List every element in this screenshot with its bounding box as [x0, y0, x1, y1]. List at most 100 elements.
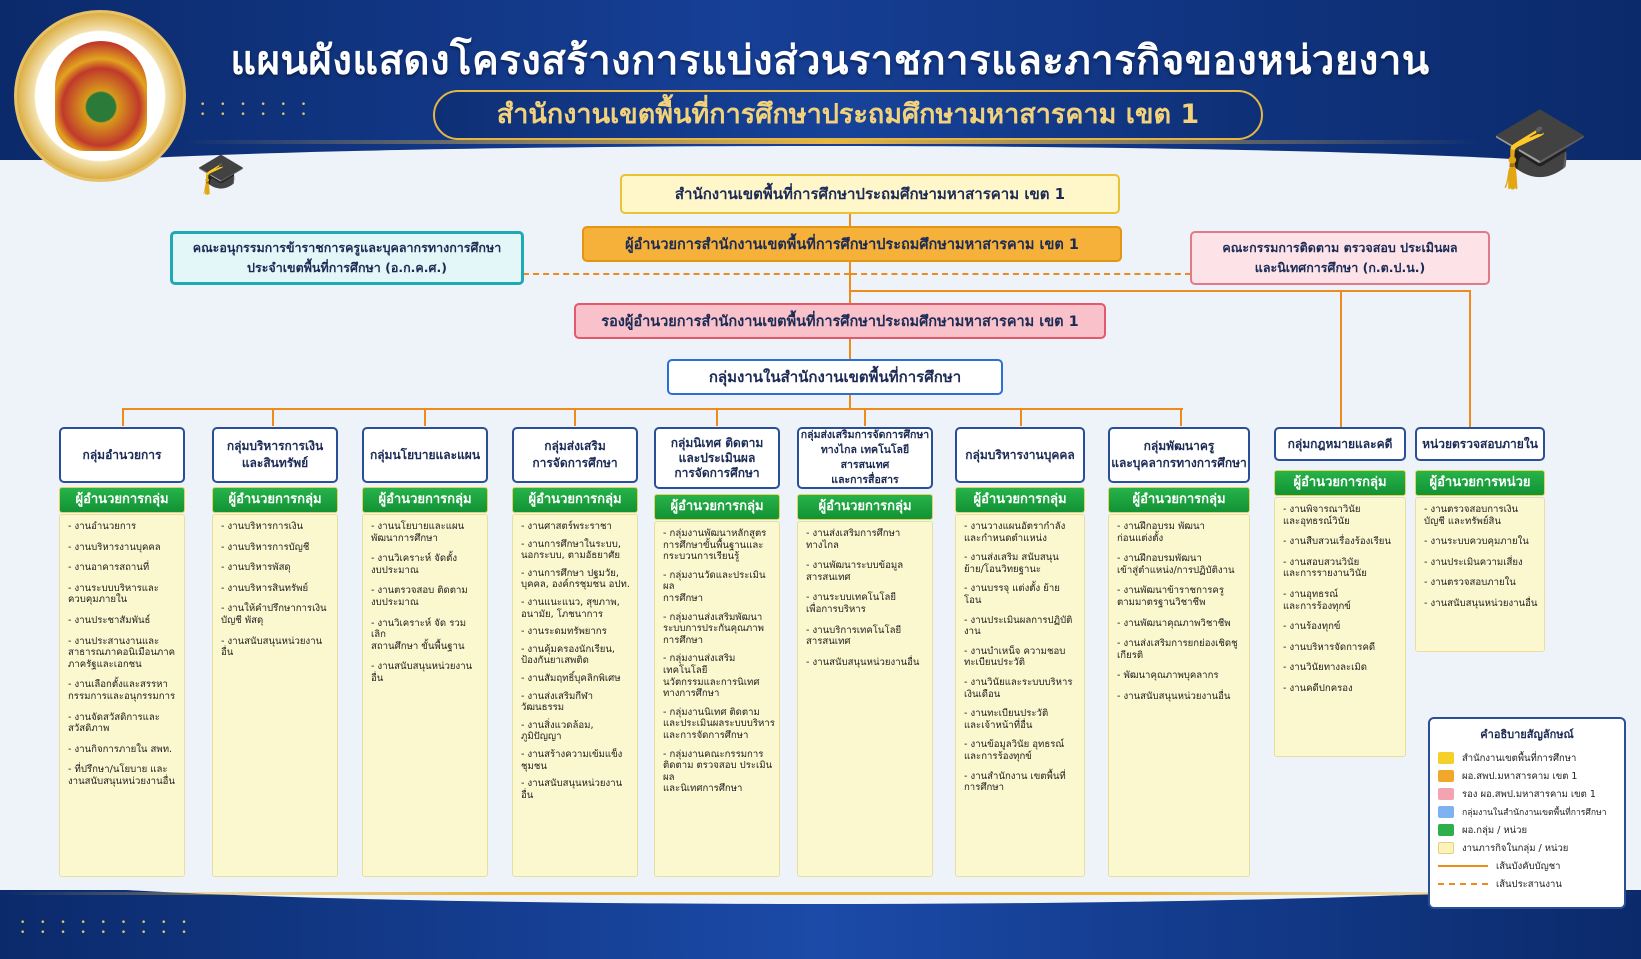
- task-item: - งานบริหารการเงิน: [221, 521, 304, 532]
- group-header: กลุ่มนิเทศ ติดตาม และประเมินผล การจัดการ…: [654, 427, 780, 489]
- group-head-bar: ผู้อำนวยการกลุ่ม: [362, 487, 488, 513]
- task-item: - งานตรวจสอบภายใน: [1424, 577, 1516, 589]
- task-item: - งานทะเบียนประวัติ และเจ้าหน้าที่อื่น: [964, 708, 1049, 731]
- group-task-panel: - งานวางแผนอัตรากำลัง และกำหนดตำแหน่ง - ง…: [955, 514, 1085, 877]
- task-item: - งานสนับสนุนหน่วยงานอื่น: [1117, 690, 1231, 702]
- task-item: - งานฝึกอบรม พัฒนา ก่อนแต่งตั้ง: [1117, 521, 1205, 544]
- group-task-panel: - งานนโยบายและแผน พัฒนาการศึกษา- งานวิเค…: [362, 514, 488, 877]
- task-item: - งานแนะแนว, สุขภาพ, อนามัย, โภชนาการ: [521, 596, 620, 620]
- task-item: - งานส่งเสริม สนับสนุน ย้าย/โอนวิทยฐานะ: [964, 552, 1059, 575]
- header-gold-line: [180, 140, 1480, 144]
- legend-label: ผอ.สพป.มหาสารคาม เขต 1: [1462, 770, 1578, 782]
- task-item: - งานส่งเสริมการศึกษา ทางไกล: [806, 528, 901, 551]
- right-committee-box: คณะกรรมการติดตาม ตรวจสอบ ประเมินผล และนิ…: [1190, 231, 1490, 285]
- task-item: - กลุ่มงานวัดและประเมินผล การศึกษา: [663, 569, 766, 604]
- task-item: - งานสนับสนุนหน่วยงานอื่น: [521, 778, 623, 801]
- group-header: กลุ่มบริหารการเงิน และสินทรัพย์: [212, 427, 338, 483]
- task-item: - งานบริหารจัดการคดี: [1283, 641, 1376, 653]
- task-item: - งานพัฒนาข้าราชการครู ตามมาตรฐานวิชาชีพ: [1117, 585, 1224, 608]
- task-item: - งานวิเคราะห์ จัด รวม เลิก สถานศึกษา ขั…: [371, 617, 467, 652]
- task-item: - กลุ่มงานพัฒนาหลักสูตร การศึกษาขั้นพื้น…: [663, 528, 767, 563]
- legend-swatch: [1438, 806, 1454, 818]
- task-item: - งานพิจารณาวินัย และอุทธรณ์วินัย: [1283, 504, 1361, 527]
- group-head-bar: ผู้อำนวยการกลุ่ม: [955, 487, 1085, 513]
- director-box: ผู้อำนวยการสำนักงานเขตพื้นที่การศึกษาประ…: [582, 226, 1122, 262]
- office-box: สำนักงานเขตพื้นที่การศึกษาประถมศึกษามหาส…: [620, 174, 1120, 214]
- group-task-panel: - งานฝึกอบรม พัฒนา ก่อนแต่งตั้ง - งานฝึกอ…: [1108, 514, 1250, 877]
- graduation-cap-books-icon: 🎓: [1490, 100, 1590, 193]
- task-item: - งานประเมินความเสี่ยง: [1424, 556, 1523, 568]
- group-task-panel: - งานศาสตร์พระราชา - งานการศึกษาในระบบ, น…: [512, 514, 638, 877]
- task-item: - งานอำนวยการ: [68, 521, 137, 532]
- group-header: กลุ่มกฎหมายและคดี: [1274, 427, 1406, 461]
- group-task-panel: - งานตรวจสอบการเงิน บัญชี และทรัพย์สิน- …: [1415, 497, 1545, 652]
- legend-label: เส้นประสานงาน: [1496, 878, 1562, 890]
- task-item: - งานส่งเสริมการยกย่องเชิดชู เกียรติ: [1117, 638, 1238, 661]
- task-item: - งานการศึกษา ปฐมวัย, บุคคล, องค์กรชุมชน…: [521, 567, 630, 591]
- task-item: - งานข้อมูลวินัย อุทธรณ์ และการร้องทุกข์: [964, 739, 1065, 762]
- legend-label: งานภารกิจในกลุ่ม / หน่วย: [1462, 842, 1569, 854]
- legend-label: เส้นบังคับบัญชา: [1496, 860, 1561, 872]
- legend-label: สำนักงานเขตพื้นที่การศึกษา: [1462, 752, 1577, 764]
- task-item: - กลุ่มงานส่งเสริมพัฒนา ระบบการประกันคุณ…: [663, 611, 764, 646]
- task-item: - งานบริการเทคโนโลยี สารสนเทศ: [806, 624, 902, 648]
- task-item: - งานวิเคราะห์ จัดตั้ง งบประมาณ: [371, 553, 458, 576]
- group-head-bar: ผู้อำนวยการหน่วย: [1415, 470, 1545, 496]
- task-item: - งานสนับสนุนหน่วยงานอื่น: [1424, 597, 1538, 609]
- left-committee-box: คณะอนุกรรมการข้าราชการครูและบุคลากรทางกา…: [170, 231, 524, 285]
- task-item: - งานสืบสวนเรื่องร้องเรียน: [1283, 536, 1391, 548]
- group-header: กลุ่มอำนวยการ: [59, 427, 185, 483]
- legend-swatch: [1438, 842, 1454, 854]
- task-item: - งานสัมฤทธิ์บุคลิกพิเศษ: [521, 672, 621, 684]
- group-task-panel: - งานพิจารณาวินัย และอุทธรณ์วินัย - งานสื…: [1274, 497, 1406, 757]
- page-subtitle: สำนักงานเขตพื้นที่การศึกษาประถมศึกษามหาส…: [433, 90, 1263, 140]
- group-header: กลุ่มพัฒนาครู และบุคลากรทางการศึกษา: [1108, 427, 1250, 483]
- legend-solid-line: [1438, 865, 1488, 867]
- task-item: - งานระบบเทคโนโลยี เพื่อการบริหาร: [806, 592, 897, 615]
- work-groups-box: กลุ่มงานในสำนักงานเขตพื้นที่การศึกษา: [667, 359, 1003, 395]
- task-item: - งานสิ่งแวดล้อม, ภูมิปัญญา: [521, 719, 594, 743]
- task-item: - งานฝึกอบรมพัฒนา เข้าสู่ตำแหน่ง/การปฏิบ…: [1117, 553, 1235, 576]
- legend-label: ผอ.กลุ่ม / หน่วย: [1462, 824, 1528, 836]
- task-item: - กลุ่มงานคณะกรรมการ ติดตาม ตรวจสอบ ประเ…: [663, 748, 773, 795]
- group-head-bar: ผู้อำนวยการกลุ่ม: [1108, 487, 1250, 513]
- task-item: - งานสำนักงาน เขตพื้นที่ การศึกษา: [964, 770, 1066, 794]
- group-header: กลุ่มส่งเสริมการจัดการศึกษา ทางไกล เทคโน…: [797, 427, 933, 489]
- group-task-panel: - งานบริหารการเงิน- งานบริหารการบัญชี- ง…: [212, 514, 338, 877]
- task-item: - งานกิจการภายใน สพท.: [68, 743, 173, 755]
- task-item: - งานวินัยทางละเมิด: [1283, 662, 1367, 674]
- group-header: กลุ่มส่งเสริม การจัดการศึกษา: [512, 427, 638, 483]
- task-item: - งานเลือกตั้งและสรรหา กรรมการและอนุกรรม…: [68, 679, 176, 702]
- group-task-panel: - งานส่งเสริมการศึกษา ทางไกล - งานพัฒนาระ…: [797, 521, 933, 877]
- task-item: - งานศาสตร์พระราชา: [521, 521, 612, 532]
- task-item: - งานระบบควบคุมภายใน: [1424, 536, 1529, 548]
- task-item: - งานประชาสัมพันธ์: [68, 614, 151, 626]
- task-item: - งานร้องทุกข์: [1283, 621, 1341, 633]
- task-item: - ที่ปรึกษา/นโยบาย และ งานสนับสนุนหน่วยง…: [68, 764, 175, 787]
- task-item: - งานการศึกษาในระบบ, นอกระบบ, ตามอัธยาศั…: [521, 538, 621, 562]
- group-header: หน่วยตรวจสอบภายใน: [1415, 427, 1545, 461]
- task-item: - งานให้คำปรึกษาการเงิน บัญชี พัสดุ: [221, 603, 327, 626]
- task-item: - งานบำเหน็จ ความชอบ ทะเบียนประวัติ: [964, 645, 1066, 669]
- legend-swatch: [1438, 788, 1454, 800]
- group-task-panel: - กลุ่มงานพัฒนาหลักสูตร การศึกษาขั้นพื้น…: [654, 521, 780, 877]
- task-item: - งานประสานงานและ สาธารณภาคอนิเมือนภาค ภ…: [68, 635, 176, 670]
- task-item: - งานจัดสวัสดิการและ สวัสดิภาพ: [68, 711, 160, 735]
- task-item: - งานคุ้มครองนักเรียน, ป้องกันยาเสพติด: [521, 643, 615, 667]
- task-item: - งานคดีปกครอง: [1283, 682, 1353, 694]
- legend-swatch: [1438, 770, 1454, 782]
- group-head-bar: ผู้อำนวยการกลุ่ม: [512, 487, 638, 513]
- task-item: - งานบริหารสินทรัพย์: [221, 582, 309, 594]
- page-title: แผนผังแสดงโครงสร้างการแบ่งส่วนราชการและภ…: [230, 38, 1430, 84]
- footer-band: [0, 874, 1641, 959]
- legend-swatch: [1438, 752, 1454, 764]
- task-item: - งานระบบบริหารและ ควบคุมภายใน: [68, 582, 159, 606]
- decor-dots: • • • • • •• • • • • •: [200, 100, 313, 120]
- emblem-logo: [14, 10, 186, 182]
- task-item: - งานพัฒนาระบบข้อมูล สารสนเทศ: [806, 560, 904, 583]
- deputy-director-box: รองผู้อำนวยการสำนักงานเขตพื้นที่การศึกษา…: [574, 303, 1106, 339]
- task-item: - งานวางแผนอัตรากำลัง และกำหนดตำแหน่ง: [964, 521, 1066, 544]
- group-head-bar: ผู้อำนวยการกลุ่ม: [212, 487, 338, 513]
- task-item: - งานอาคารสถานที่: [68, 562, 150, 574]
- task-item: - งานสนับสนุนหน่วยงานอื่น: [221, 635, 323, 659]
